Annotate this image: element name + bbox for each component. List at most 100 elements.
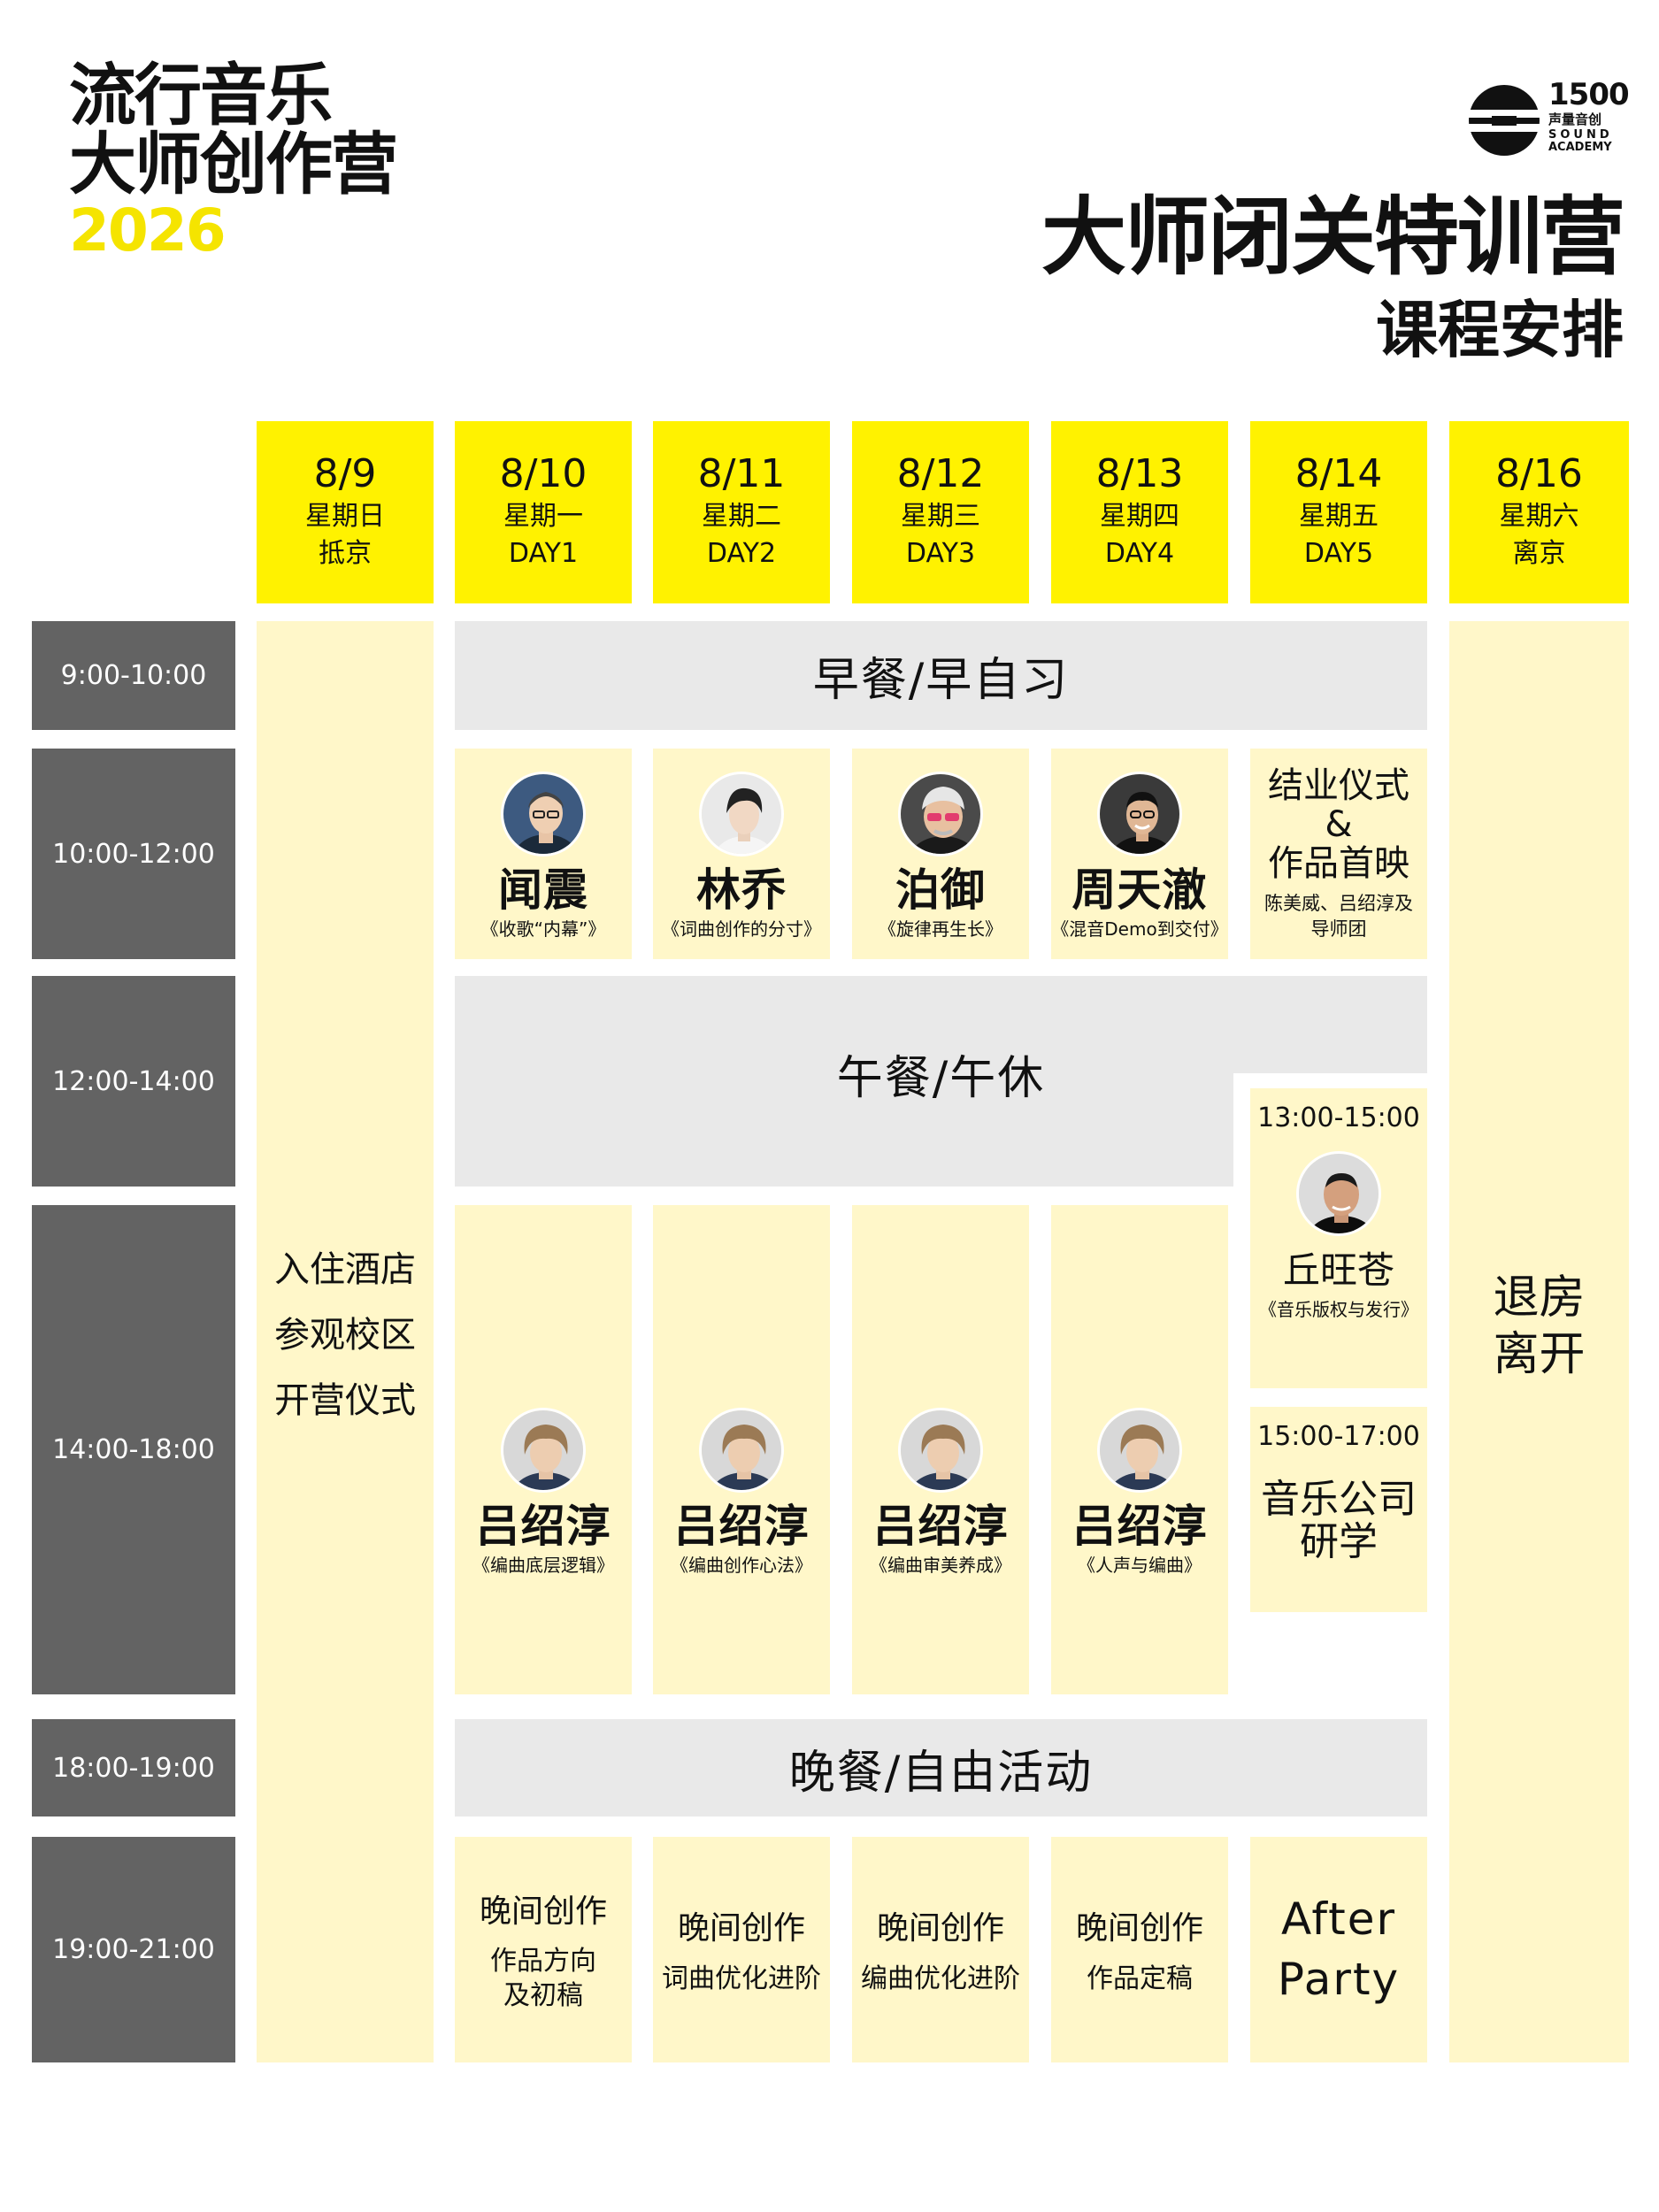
course-title: 《词曲创作的分寸》 <box>662 918 821 940</box>
logo-cn: 声量音创 <box>1548 111 1602 127</box>
speaker-avatar <box>1296 1151 1381 1236</box>
event-title-line2: 大师创作营 <box>69 125 398 204</box>
academy-logo: 1500 声量音创 SOUND ACADEMY <box>1467 80 1630 159</box>
portrait-sunglasses-icon <box>901 774 980 854</box>
portrait-curly-icon <box>503 1409 583 1490</box>
day-header-1: 8/10 星期一 DAY1 <box>455 421 632 603</box>
afternoon-session-1: 吕绍淳 《编曲创作心法》 <box>653 1205 830 1694</box>
session-line2: 研学 <box>1300 1519 1378 1565</box>
speaker-name: 林乔 <box>696 864 787 916</box>
after-party-line2: Party <box>1277 1953 1401 2005</box>
evening-session-2: 晚间创作 编曲优化进阶 <box>852 1837 1029 2062</box>
speaker-name: 周天澈 <box>1071 864 1208 916</box>
departure-activities: 退房 离开 <box>1449 1270 1629 1383</box>
morning-session-2: 泊御 《旋律再生长》 <box>852 749 1029 959</box>
speaker-name: 吕绍淳 <box>1071 1500 1208 1552</box>
time-slot-1: 10:00-12:00 <box>32 749 235 959</box>
evening-title: 晚间创作 <box>1075 1910 1203 1947</box>
afternoon-session-2: 吕绍淳 《编曲审美养成》 <box>852 1205 1029 1694</box>
day-date: 8/16 <box>1495 450 1583 496</box>
portrait-young-icon <box>702 774 781 854</box>
session-line1: 音乐公司 <box>1261 1477 1417 1522</box>
day-date: 8/10 <box>499 450 588 496</box>
course-title: 《编曲创作心法》 <box>671 1554 812 1576</box>
day-header-6: 8/16 星期六 离京 <box>1449 421 1629 603</box>
evening-session-1: 晚间创作 词曲优化进阶 <box>653 1837 830 2062</box>
logo-number: 1500 <box>1548 77 1630 112</box>
evening-sub1: 作品方向 <box>490 1946 596 1978</box>
speaker-avatar <box>699 1407 784 1493</box>
day-header-0: 8/9 星期日 抵京 <box>257 421 434 603</box>
subtitle: 课程安排 <box>1376 294 1624 366</box>
time-slot-3: 14:00-18:00 <box>32 1205 235 1694</box>
portrait-glasses-icon <box>503 774 583 854</box>
day-weekday: 星期四 <box>1100 500 1179 532</box>
day-header-3: 8/12 星期三 DAY3 <box>852 421 1029 603</box>
course-title: 《编曲底层逻辑》 <box>472 1554 614 1576</box>
day-label: 抵京 <box>319 538 372 570</box>
logo-en2: ACADEMY <box>1548 141 1612 154</box>
day-label: DAY4 <box>1104 538 1175 570</box>
departure-column <box>1449 621 1629 2062</box>
morning-session-1: 林乔 《词曲创作的分寸》 <box>653 749 830 959</box>
course-title: 《收歌“内幕”》 <box>480 918 606 940</box>
day-date: 8/12 <box>896 450 985 496</box>
day-weekday: 星期一 <box>503 500 583 532</box>
session-time: 15:00-17:00 <box>1257 1421 1420 1452</box>
course-title: 《编曲审美养成》 <box>870 1554 1011 1576</box>
evening-sub1: 词曲优化进阶 <box>662 1962 821 1994</box>
after-party-line1: After <box>1280 1893 1397 1945</box>
arrival-column <box>257 621 434 2062</box>
day-date: 8/11 <box>697 450 786 496</box>
speaker-name: 吕绍淳 <box>475 1500 611 1552</box>
day-date: 8/14 <box>1294 450 1383 496</box>
event-year: 2026 <box>69 196 227 265</box>
speaker-avatar <box>501 1407 586 1493</box>
speaker-avatar <box>501 772 586 856</box>
closing-sub1: 陈美威、吕绍淳及 <box>1264 893 1413 915</box>
speaker-avatar <box>1097 772 1182 856</box>
evening-sub1: 作品定稿 <box>1087 1962 1193 1994</box>
afternoon-session-3: 吕绍淳 《人声与编曲》 <box>1051 1205 1228 1694</box>
arrival-item: 参观校区 <box>274 1315 416 1356</box>
speaker-avatar <box>898 1407 983 1493</box>
friday-session-copyright: 13:00-15:00 丘旺苍 《音乐版权与发行》 <box>1250 1088 1427 1388</box>
speaker-avatar <box>699 772 784 856</box>
event-title-line1: 流行音乐 <box>69 56 333 134</box>
logo-mark-icon <box>1467 85 1541 156</box>
closing-line1: 结业仪式 <box>1268 765 1409 807</box>
friday-session-company: 15:00-17:00 音乐公司 研学 <box>1250 1407 1427 1612</box>
after-party: After Party <box>1250 1837 1427 2062</box>
evening-session-3: 晚间创作 作品定稿 <box>1051 1837 1228 2062</box>
morning-session-3: 周天澈 《混音Demo到交付》 <box>1051 749 1228 959</box>
closing-sub2: 导师团 <box>1310 918 1367 940</box>
day-label: 离京 <box>1512 538 1566 570</box>
time-slot-4: 18:00-19:00 <box>32 1719 235 1816</box>
day-date: 8/9 <box>313 450 377 496</box>
lunch-block-bg-a <box>455 976 1233 1187</box>
afternoon-session-0: 吕绍淳 《编曲底层逻辑》 <box>455 1205 632 1694</box>
lunch-block-bg-b <box>1233 976 1427 1073</box>
arrival-activities: 入住酒店 参观校区 开营仪式 <box>257 1237 434 1433</box>
portrait-curly-icon <box>702 1409 781 1490</box>
arrival-item: 入住酒店 <box>274 1249 416 1290</box>
departure-item: 退房 <box>1493 1271 1586 1325</box>
lunch-label: 午餐/午休 <box>836 1052 1046 1105</box>
departure-item: 离开 <box>1493 1328 1586 1381</box>
speaker-avatar <box>898 772 983 856</box>
morning-session-0: 闻震 《收歌“内幕”》 <box>455 749 632 959</box>
day-label: DAY5 <box>1303 538 1374 570</box>
day-weekday: 星期二 <box>702 500 781 532</box>
speaker-avatar <box>1097 1407 1182 1493</box>
portrait-curly-icon <box>901 1409 980 1490</box>
course-title: 《混音Demo到交付》 <box>1051 918 1228 940</box>
day-label: DAY2 <box>706 538 777 570</box>
speaker-name: 吕绍淳 <box>872 1500 1009 1552</box>
day-weekday: 星期五 <box>1299 500 1379 532</box>
speaker-name: 泊御 <box>895 864 986 916</box>
dinner-block: 晚餐/自由活动 <box>455 1719 1427 1816</box>
portrait-smile-icon <box>1100 774 1179 854</box>
evening-session-0: 晚间创作 作品方向 及初稿 <box>455 1837 632 2062</box>
time-slot-5: 19:00-21:00 <box>32 1837 235 2062</box>
course-title: 《音乐版权与发行》 <box>1259 1298 1418 1320</box>
